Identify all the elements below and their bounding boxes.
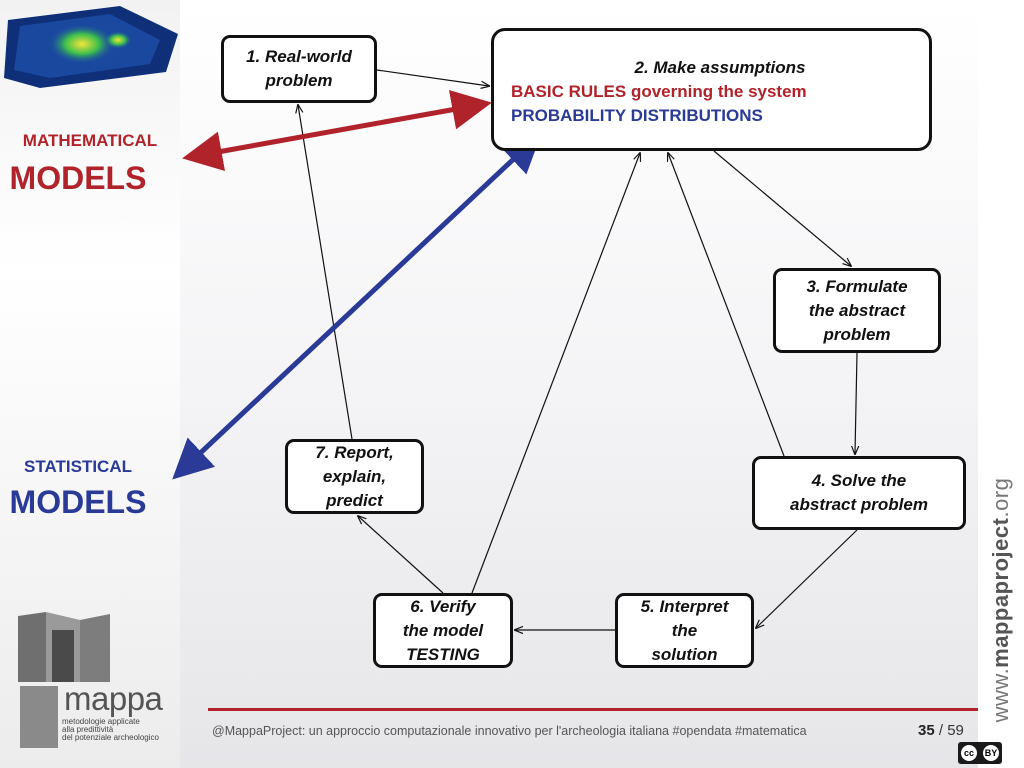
mathematical-label: MATHEMATICAL: [22, 131, 158, 150]
step-3-formulate-abstract-problem: 3. Formulate the abstract problem: [773, 268, 941, 353]
statistical-models-label: MODELS: [9, 484, 147, 520]
arrow-6-to-2: [471, 153, 640, 594]
arrow-4-to-5: [756, 529, 858, 628]
website-url: www.mappaproject.org: [988, 478, 1014, 723]
step-6-line-2: the model: [402, 620, 484, 640]
step-4-line-2: abstract problem: [790, 495, 928, 514]
step-2-probability-distributions: PROBABILITY DISTRIBUTIONS: [511, 106, 763, 125]
footer-divider: [208, 708, 978, 711]
page-separator: /: [934, 722, 948, 739]
page-total: 59: [947, 722, 964, 739]
logo-tag-line-2: alla predittività: [62, 725, 114, 734]
mappa-logo-word: mappa: [64, 680, 163, 717]
arrow-7-to-1: [298, 105, 353, 440]
map-thumbnail-image: [4, 6, 178, 88]
statistical-label: STATISTICAL: [24, 457, 132, 476]
mappa-logo-bar: [20, 686, 58, 748]
step-3-line-1: 3. Formulate: [806, 276, 908, 296]
step-1-real-world-problem: 1. Real-world problem: [221, 35, 377, 103]
mappa-logo-graphic: [18, 612, 110, 682]
step-7-line-1: 7. Report,: [315, 442, 394, 462]
step-5-line-1: 5. Interpret: [640, 596, 729, 616]
arrow-1-to-2: [376, 69, 489, 86]
step-6-line-1: 6. Verify: [410, 596, 476, 616]
step-5-line-2: the: [671, 620, 698, 640]
page-number: 35 / 59: [918, 722, 964, 739]
step-2-basic-rules: BASIC RULES governing the system: [511, 82, 807, 101]
step-4-solve-abstract-problem: 4. Solve the abstract problem: [752, 456, 966, 530]
step-2-make-assumptions: 2. Make assumptions BASIC RULES governin…: [491, 28, 932, 151]
footer-text: @MappaProject: un approccio computaziona…: [212, 724, 807, 738]
blue-double-arrow: [172, 132, 542, 480]
step-1-line-2: problem: [265, 71, 333, 90]
step-1-line-1: 1. Real-world: [246, 47, 352, 66]
step-5-line-3: solution: [651, 644, 718, 664]
arrow-6-to-7: [358, 516, 444, 594]
url-prefix: www.: [988, 667, 1013, 723]
mathematical-models-label: MODELS: [9, 160, 147, 196]
step-7-line-3: predict: [326, 490, 383, 510]
logo-tag-line-1: metodologie applicate: [62, 717, 140, 726]
step-3-line-2: the abstract: [808, 300, 906, 320]
step-6-line-3: TESTING: [406, 644, 480, 664]
step-7-line-2: explain,: [322, 466, 387, 486]
step-5-interpret-solution: 5. Interpret the solution: [615, 593, 754, 668]
by-icon: BY: [983, 745, 999, 761]
page-current: 35: [918, 722, 935, 739]
logo-tag-line-3: del potenziale archeologico: [62, 733, 159, 742]
step-7-report-explain-predict: 7. Report, explain, predict: [285, 439, 424, 514]
right-branding-bar: [978, 0, 1024, 768]
arrow-2-to-3: [713, 150, 851, 266]
cc-license-badge: cc BY: [958, 742, 1002, 764]
arrow-4-to-2: [668, 153, 785, 457]
cc-icon: cc: [961, 745, 977, 761]
step-3-line-3: problem: [823, 324, 891, 344]
step-6-verify-model: 6. Verify the model TESTING: [373, 593, 513, 668]
red-double-arrow: [182, 89, 492, 172]
arrow-3-to-4: [855, 352, 857, 454]
url-bold: mappaproject: [988, 517, 1013, 668]
mappa-logo-tagline: metodologie applicate alla predittività …: [62, 718, 159, 742]
url-suffix: .org: [988, 477, 1013, 518]
step-2-title: 2. Make assumptions: [634, 58, 806, 77]
step-4-line-1: 4. Solve the: [811, 471, 907, 490]
